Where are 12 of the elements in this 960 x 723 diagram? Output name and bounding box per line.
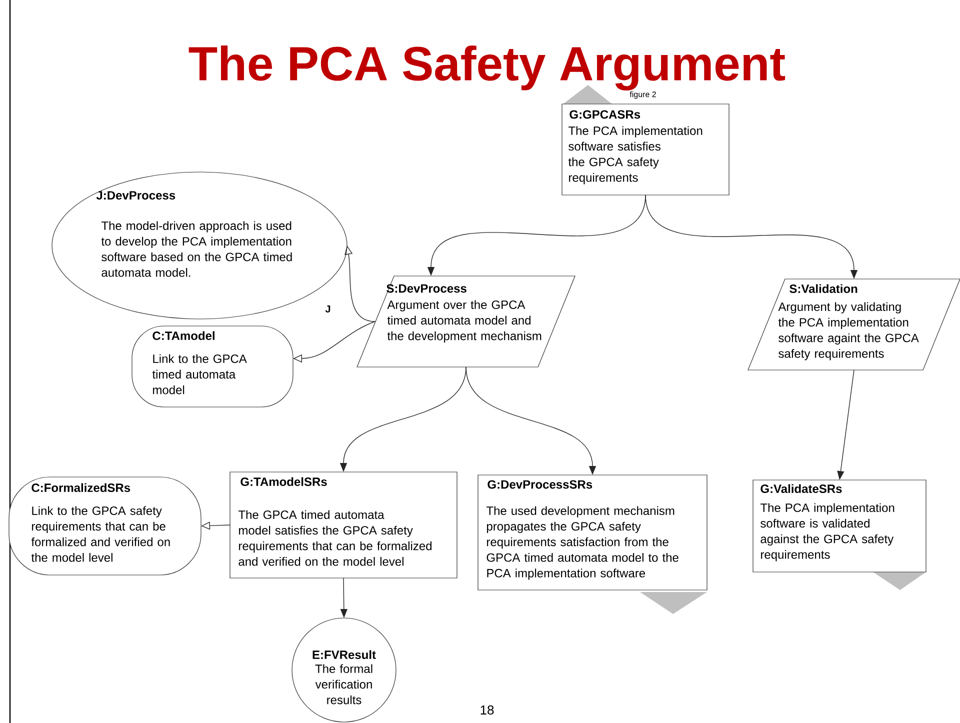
strategy-parallelogram: S:Validation Argument by validating the PCA implementation software againt the GPCA safety requirements — [748, 278, 960, 370]
justification-mark: J — [325, 306, 330, 312]
strategy-parallelogram: S:DevProcess Argument over the GPCA timed automata model and the development mechanism — [356, 276, 576, 368]
goal-box: G:TAmodelSRs The GPCA timed automata model satisfies the GPCA safety requirements that can be formalized and verified on the model level — [230, 472, 458, 578]
page-number: 18 — [480, 705, 494, 715]
context-box: C:FormalizedSRs Link to the GPCA safety requirements that can be formalized and verified on the model level — [8, 476, 202, 576]
goal-box: G:ValidateSRs The PCA implementation software is validated against the GPCA safety requirements — [752, 480, 926, 572]
node-label: figure 2 — [630, 91, 656, 99]
goal-box: G:DevProcessSRs The used development mechanism propagates the GPCA safety requirements satisfaction from the GPCA timed automata model to the PCA implementation software — [478, 474, 708, 590]
context-box: C:TAmodel Link to the GPCA timed automata model — [132, 326, 294, 408]
goal-box: figure 2 G:GPCASRs The PCA implementation software satisfies the GPCA safety requirements — [562, 91, 730, 196]
slide-title: The PCA Safety Argument — [188, 46, 786, 90]
